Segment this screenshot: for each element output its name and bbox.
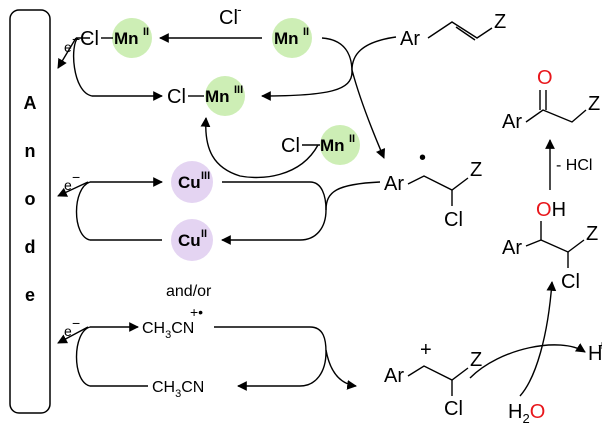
manganese-cycle: Cl Mn II Mn II Cl - Cl Mn III Cl Mn II e… [57,1,397,165]
anode-letter-d: d [25,237,36,257]
mn-center: Mn [320,136,345,155]
z-substituent: Z [588,93,600,115]
anode-electrode: A n o d e [9,9,51,414]
chloro-substituent: Cl [444,398,463,420]
oxidation-state: III [201,170,210,182]
z-substituent: Z [470,159,482,181]
manganese-catalyst-circle [272,18,312,58]
water: H2O [508,401,545,426]
radical-dot: • [419,147,426,169]
chloro-substituent: Cl [561,271,580,293]
minus-hcl-label: - HCl [556,157,592,174]
manganese-catalyst-circle [320,125,360,165]
z-substituent: Z [470,349,482,371]
oxidation-state: II [143,26,149,38]
acetonitrile: CH3CN [152,379,204,400]
electron-label: e [64,177,72,193]
chloride-ligand: Cl [281,135,300,157]
oxidation-state: III [234,84,243,96]
water-attack: H + H2O [469,281,602,426]
proton-charge: + [598,337,602,353]
acetonitrile-radical-cation: CH3CN [142,320,194,341]
electron-label: e [64,323,72,339]
aryl-group: Ar [384,365,404,387]
anode-letter-e: e [25,285,35,305]
z-substituent: Z [586,223,598,245]
chloro-substituent: Cl [444,209,463,231]
anode-letter-a: A [24,93,37,113]
and-or-label: and/or [166,283,212,300]
chloride-ligand: Cl [167,86,186,108]
mn-center: Mn [114,29,139,48]
radical-cation-charge: +• [190,304,203,320]
copper-catalyst-circle [171,219,213,261]
hcl-elimination: - HCl [545,139,592,190]
anode-letter-o: o [25,189,36,209]
copper-catalyst-circle [171,161,213,203]
aryl-group: Ar [384,173,404,195]
cu-center: Cu [178,231,201,250]
oxidation-state: II [201,228,207,240]
carbocation-intermediate: Ar Z Cl + [384,339,482,420]
electron-charge: − [72,31,80,47]
z-substituent: Z [494,11,506,33]
mn-center: Mn [274,29,299,48]
proton: H [588,343,602,365]
chloride-ligand: Cl [80,28,99,50]
cation-charge: + [420,339,432,361]
chlorohydrin-product: OH Ar Z Cl [502,199,598,293]
ketone-product: O Ar Z [502,67,600,133]
radical-intermediate: Ar Z Cl • [384,147,482,231]
manganese-catalyst-circle [205,76,245,116]
electron-charge: − [72,169,80,185]
oxidation-state: II [303,26,309,38]
carbonyl-oxygen: O [537,67,553,89]
aryl-group: Ar [400,28,420,50]
mn-center: Mn [205,87,230,106]
electron-label: e [64,39,72,55]
copper-cycle: Cu III Cu II e − and/or [57,117,381,300]
anode-letter-n: n [25,141,36,161]
aryl-group: Ar [502,237,522,259]
aryl-group: Ar [502,111,522,133]
alkene-substrate: Ar Z [351,11,506,159]
electron-charge: − [72,315,80,331]
chloride-charge: - [237,1,242,17]
cu-center: Cu [178,173,201,192]
chloride-anion: Cl [219,7,238,29]
acetonitrile-cycle: CH3CN +• CH3CN e − [57,304,357,400]
hydroxyl-group: OH [536,199,566,221]
manganese-catalyst-circle [112,18,152,58]
oxidation-state: II [349,133,355,145]
